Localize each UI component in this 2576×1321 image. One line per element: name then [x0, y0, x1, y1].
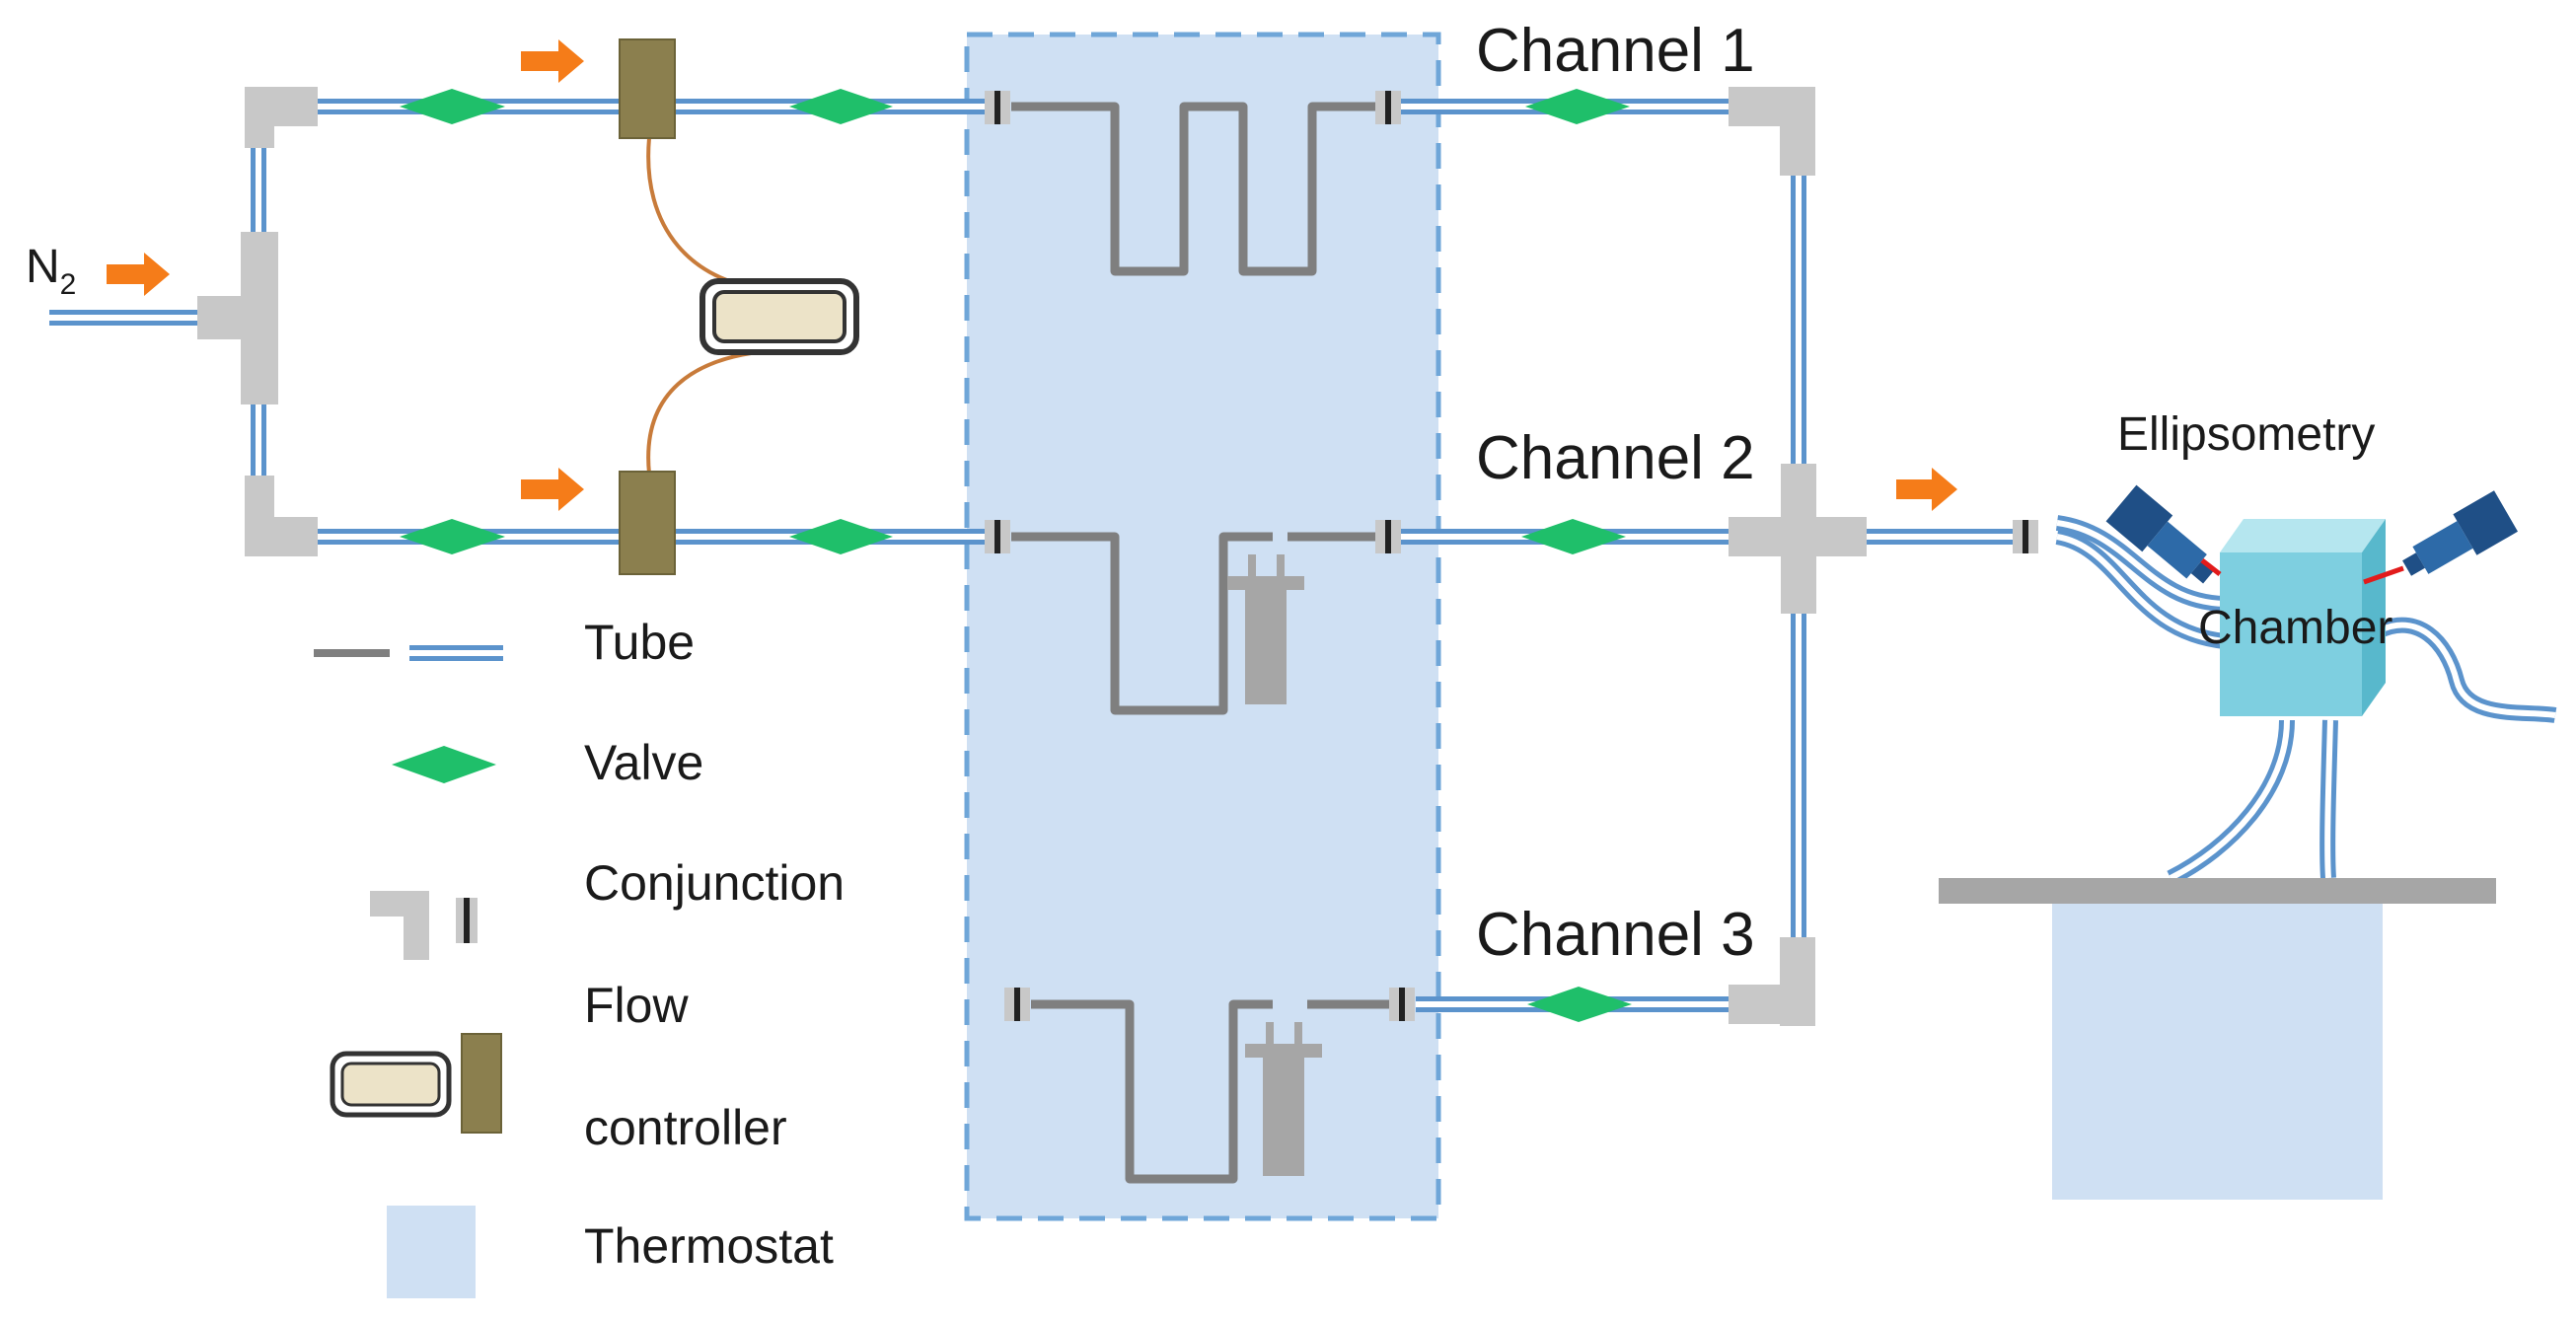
elbow-joint-icon	[370, 891, 429, 960]
coupling-icon	[456, 898, 478, 943]
inlet-label: N2	[26, 241, 76, 301]
controller-cable	[646, 137, 780, 293]
legend-thermostat-label: Thermostat	[584, 1218, 834, 1274]
laser-beam	[2200, 558, 2222, 576]
ellipsometry-label: Ellipsometry	[2117, 408, 2375, 461]
legend-valve-label: Valve	[584, 735, 703, 790]
laser-beam	[2363, 565, 2404, 585]
ellipsometer-head-icon	[2105, 484, 2215, 584]
flow-controller-block	[619, 471, 676, 575]
flow-controller-block	[619, 38, 676, 139]
legend-tube-label: Tube	[584, 615, 695, 670]
channel-3-label: Channel 3	[1476, 901, 1755, 969]
legend-flow-label-line1: Flow	[584, 978, 689, 1033]
elbow-joint-icon	[197, 87, 1867, 1026]
bubbler-icon	[1245, 1022, 1322, 1176]
flow-controller-block	[461, 1033, 502, 1134]
chamber-icon	[2220, 519, 2386, 716]
gray-tubes	[1011, 102, 1391, 1184]
stage-top	[1939, 878, 2496, 904]
legend-flow-label-line2: controller	[584, 1100, 787, 1155]
flow-controller-icon	[699, 278, 859, 355]
legend: Tube Valve Conjunction Flow controller T…	[314, 615, 845, 1298]
valve-icon	[400, 89, 1632, 1022]
controller-cable	[646, 348, 780, 475]
chamber-label: Chamber	[2198, 602, 2392, 654]
stage-base	[2052, 904, 2383, 1200]
thermostat-box	[964, 32, 1441, 1221]
coupling-icon	[985, 91, 2038, 1021]
valve-icon	[392, 746, 496, 783]
legend-thermostat-swatch	[387, 1206, 476, 1298]
channel-2-label: Channel 2	[1476, 424, 1755, 492]
channel-1-label: Channel 1	[1476, 17, 1755, 85]
flow-controller-icon	[330, 1051, 452, 1118]
arrow-right-icon	[107, 39, 1957, 511]
legend-conjunction-label: Conjunction	[584, 855, 845, 911]
ellipsometer-head-icon	[2402, 490, 2518, 576]
bubbler-icon	[1227, 554, 1304, 704]
